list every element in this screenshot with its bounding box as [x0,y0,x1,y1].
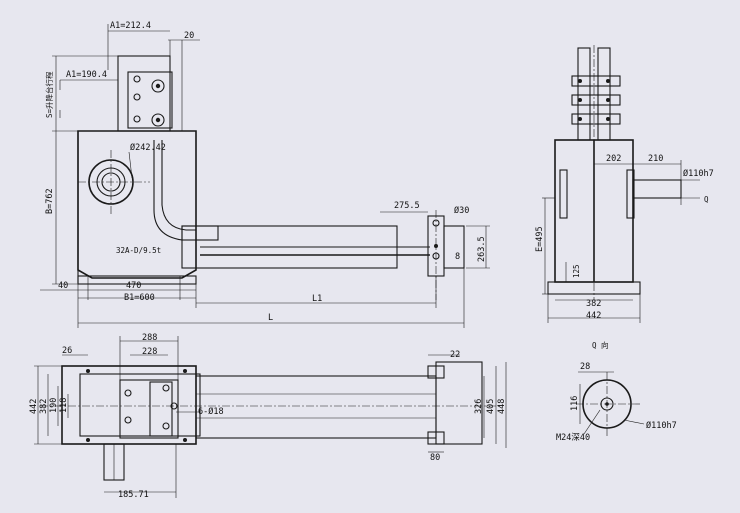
label-228: 228 [142,347,157,357]
label-22: 22 [450,350,460,360]
curved-arm-inner [161,140,196,231]
clamp-bolt [578,79,582,83]
plan-bolt [162,422,170,430]
label-m24: M24深40 [556,433,590,443]
clamp-bolt [606,79,610,83]
output-shaft [632,179,682,199]
side-window [626,169,635,219]
label-q-view: Q 向 [592,340,609,350]
label-190: 190 [49,398,59,413]
bolt [133,75,141,83]
label-b1: B1=600 [124,293,155,303]
label-q: Q [704,195,709,204]
clamp-bolt [606,98,610,102]
label-326: 326 [474,399,484,414]
label-185: 185.71 [118,490,149,500]
label-28: 28 [580,362,590,372]
leader [583,409,601,435]
plan-housing-inner [79,373,201,437]
label-a1-top: A1=212.4 [110,21,151,31]
label-phi30: Ø30 [454,205,469,216]
end-plate [443,225,465,269]
label-448: 448 [497,399,507,414]
plan-view [34,336,507,498]
label-405: 405 [486,399,496,414]
label-b762: B=762 [45,188,55,214]
housing-body [77,130,197,279]
tower-right [597,47,611,141]
front-view [40,24,490,328]
label-118: 118 [59,398,69,413]
tower-left [577,47,591,141]
label-40: 40 [58,281,68,291]
label-model: 32A-D/9.5t [116,246,161,255]
label-l: L [268,313,273,323]
label-8: 8 [455,252,460,262]
side-view [542,45,700,323]
plan-end-lug [427,431,445,445]
plan-housing [61,365,197,445]
clamp-bolt [606,117,610,121]
q-view [576,371,645,436]
plan-pin [86,438,90,442]
plan-bolt [124,389,132,397]
label-80: 80 [430,453,440,463]
bolt [133,115,141,123]
label-phi110-b: Ø110h7 [646,420,677,431]
plan-pin [86,369,90,373]
label-210: 210 [648,154,663,164]
label-s: S=升降台行程 [44,71,54,118]
gear-hub-center [155,117,161,123]
dimension-labels: A1=212.4 20 A1=190.4 S=升降台行程 Ø242.42 B=7… [29,21,714,500]
plan-pin [183,369,187,373]
label-442-right: 442 [586,311,601,321]
label-20: 20 [184,31,194,41]
label-l1: L1 [312,294,322,304]
label-26: 26 [62,346,72,356]
tower-clamp [571,75,621,87]
plan-flange-inner [149,381,173,437]
upper-gearbox [117,55,171,132]
label-phi242: Ø242.42 [130,142,166,153]
label-phi110-a: Ø110h7 [683,168,714,179]
label-116: 116 [570,396,580,411]
label-263: 263.5 [477,236,487,262]
label-288: 288 [142,333,157,343]
side-window [559,169,568,219]
gear-hub [151,79,165,93]
curved-arm [153,140,196,241]
label-275: 275.5 [394,201,420,211]
label-382-right: 382 [586,299,601,309]
label-382-left: 382 [39,399,49,414]
clamp-bolt [578,117,582,121]
plan-flange [119,379,179,439]
plan-bolt [170,402,178,410]
plan-bolt [124,416,132,424]
clamp-bolt [578,98,582,102]
plan-end [435,361,483,445]
plan-pin [183,438,187,442]
tower-clamp [571,113,621,125]
bolt [133,93,141,101]
plan-beam [195,375,437,439]
label-442-left: 442 [29,399,39,414]
beam-end-block [181,225,219,241]
gear-hub [151,113,165,127]
plan-end-lug [427,365,445,379]
gear-hub-center [155,83,161,89]
label-bolts: 6-Ø18 [198,406,224,417]
plan-bolt [162,384,170,392]
leader [623,419,645,425]
tower-clamp [571,94,621,106]
upper-gearbox-inner [127,71,173,129]
label-a1-mid: A1=190.4 [66,70,107,80]
leader [128,151,133,179]
label-e495: E=495 [535,226,545,252]
label-202: 202 [606,154,621,164]
label-470: 470 [126,281,141,291]
label-125: 125 [572,264,581,278]
